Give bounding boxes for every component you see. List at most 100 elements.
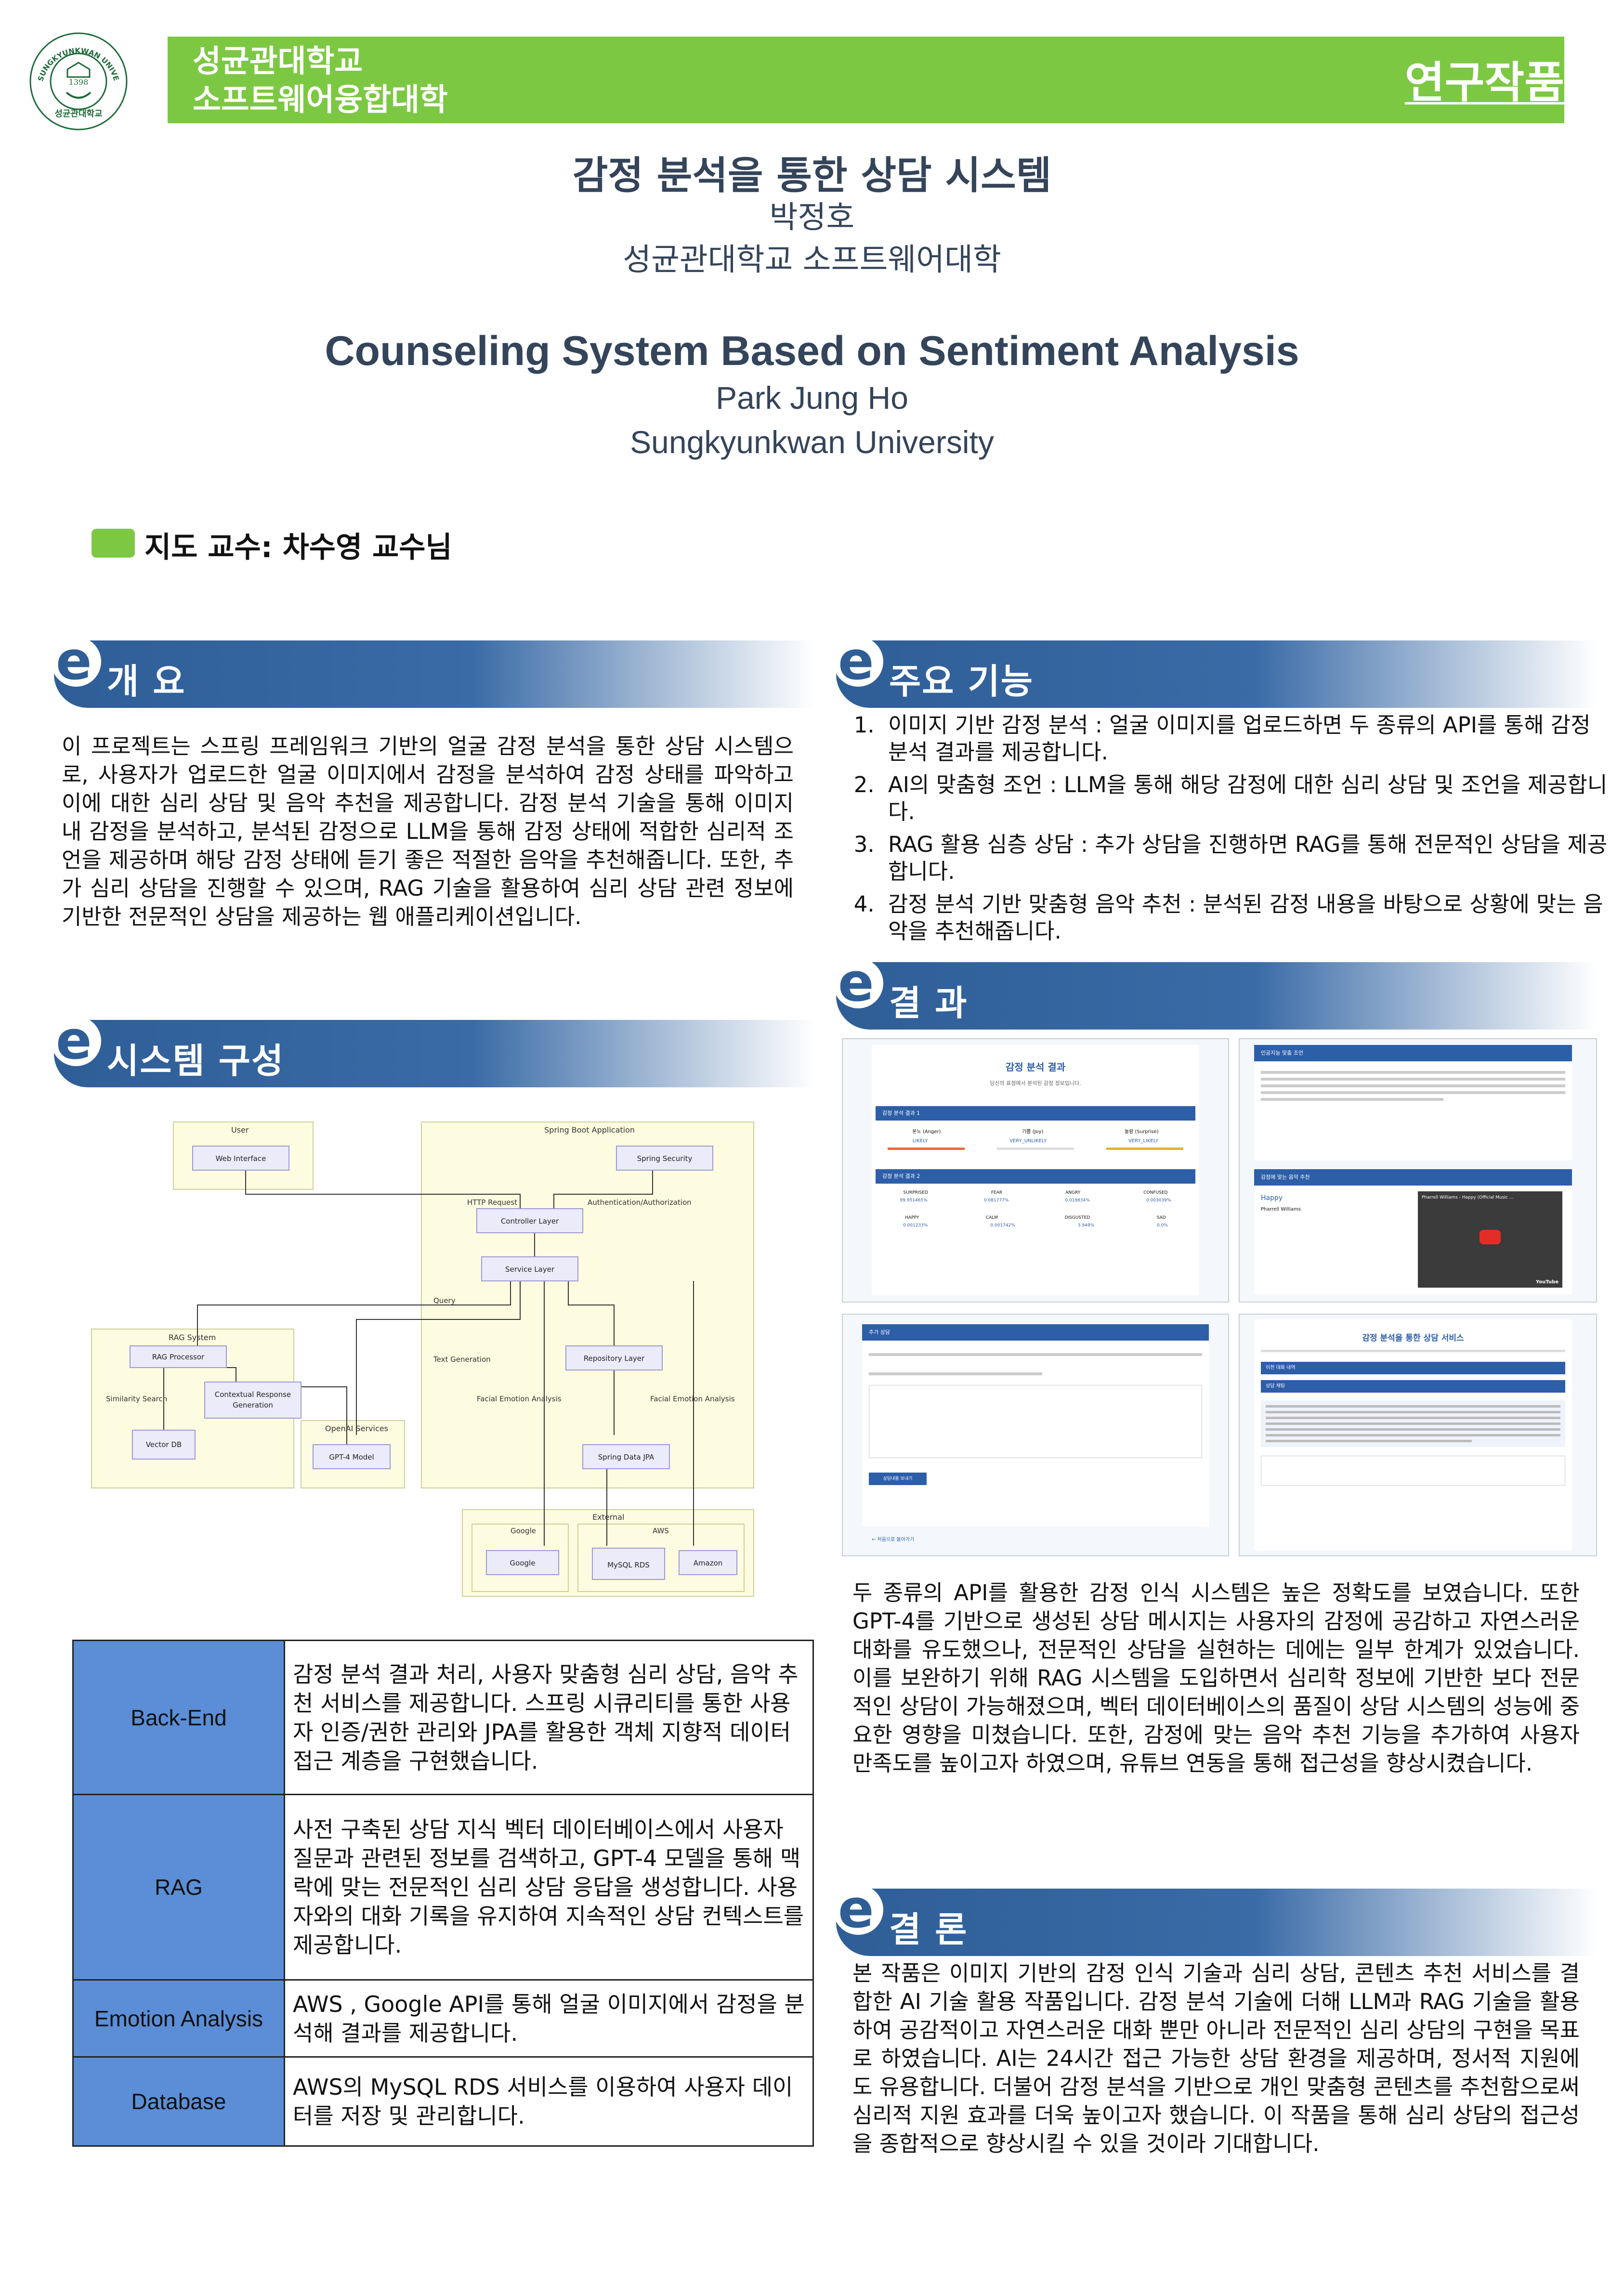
screenshot-advice-music: 인공지능 맞춤 조언 감정에 맞는 음악 추천 Happy Pharrell W… xyxy=(1239,1038,1597,1303)
youtube-player[interactable]: Pharrell Williams - Happy (Official Musi… xyxy=(1418,1191,1562,1288)
node-ctx-gen-1: Contextual Response xyxy=(215,1390,291,1399)
emotion-label: 놀람 (Surprise) xyxy=(1124,1129,1159,1135)
section-header-features: e 주요 기능 xyxy=(833,630,1597,708)
chat-input[interactable] xyxy=(1261,1456,1565,1486)
edge-label-http: HTTP Request xyxy=(467,1198,517,1207)
node-service: Service Layer xyxy=(505,1265,555,1274)
table-row: Back-End 감정 분석 결과 처리, 사용자 맞춤형 심리 상담, 음악 … xyxy=(72,1640,814,1795)
music-bar: 감정에 맞는 음악 추천 xyxy=(1254,1169,1572,1186)
emotion-value: VERY_UNLIKELY xyxy=(1009,1138,1047,1144)
section-title-features: 주요 기능 xyxy=(889,661,1034,702)
emotion-label: 기쁨 (Joy) xyxy=(1022,1129,1044,1135)
song-title: Happy xyxy=(1261,1194,1283,1202)
list-item: AI의 맞춤형 조언 : LLM을 통해 해당 감정에 대한 심리 상담 및 조… xyxy=(881,771,1609,825)
svg-text:성균관대학교: 성균관대학교 xyxy=(54,108,102,119)
video-title: Pharrell Williams - Happy (Official Musi… xyxy=(1422,1195,1514,1200)
university-line1: 성균관대학교 xyxy=(193,44,363,79)
emotion-label: HAPPY xyxy=(905,1215,919,1220)
emotion-value: 99.951465% xyxy=(900,1198,928,1203)
chat-bar: 상담 채팅 xyxy=(1261,1380,1565,1393)
svg-text:1398: 1398 xyxy=(69,78,89,87)
poster-type-badge: 연구작품 xyxy=(1404,57,1564,108)
group-user-label: User xyxy=(231,1125,249,1135)
chat-messages xyxy=(1261,1400,1565,1447)
section-e-icon: e xyxy=(833,630,883,691)
group-aws-label: AWS xyxy=(653,1526,669,1535)
back-link[interactable]: ← 처음으로 돌아가기 xyxy=(872,1537,915,1542)
edge-label-auth: Authentication/Authorization xyxy=(588,1198,692,1207)
result-bar-2: 감정 분석 결과 2 xyxy=(876,1169,1195,1184)
likelihood-bar xyxy=(1106,1148,1183,1150)
university-seal-logo: SUNGKYUNKWAN UNIVERSITY 1398 성균관대학교 xyxy=(28,31,128,130)
table-key: Database xyxy=(72,2056,285,2147)
advice-text-placeholder xyxy=(1261,1071,1565,1101)
edge-label-query: Query xyxy=(433,1296,456,1305)
header-band xyxy=(168,37,1564,123)
chat-service-title: 감정 분석을 통한 상담 서비스 xyxy=(1362,1333,1464,1343)
result-subtitle: 당신의 표정에서 분석된 감정 정보입니다. xyxy=(990,1080,1081,1086)
node-ctx-gen-2: Generation xyxy=(233,1401,273,1409)
table-row: Database AWS의 MySQL RDS 서비스를 이용하여 사용자 데이… xyxy=(72,2056,814,2147)
node-google: Google xyxy=(510,1559,536,1567)
likelihood-bar xyxy=(996,1148,1074,1150)
counsel-textarea[interactable] xyxy=(869,1385,1202,1458)
node-mysql-rds: MySQL RDS xyxy=(607,1561,650,1569)
section-e-icon: e xyxy=(833,1878,883,1940)
overview-text: 이 프로젝트는 스프링 프레임워크 기반의 얼굴 감정 분석을 통한 상담 시스… xyxy=(62,733,794,929)
group-external-label: External xyxy=(592,1513,624,1522)
table-value: AWS의 MySQL RDS 서비스를 이용하여 사용자 데이터를 저장 및 관… xyxy=(284,2056,814,2147)
architecture-diagram: User Spring Boot Application RAG System … xyxy=(91,1122,754,1597)
emotion-label: SURPRISED xyxy=(903,1190,928,1195)
send-counsel-button[interactable]: 상담내용 보내기 xyxy=(869,1473,927,1485)
list-item: RAG 활용 심층 상담 : 추가 상담을 진행하면 RAG를 통해 전문적인 … xyxy=(881,831,1609,885)
affiliation-korean: 성균관대학교 소프트웨어대학 xyxy=(623,242,1001,278)
emotion-label: CALM xyxy=(985,1215,998,1220)
list-item: 이미지 기반 감정 분석 : 얼굴 이미지를 업로드하면 두 종류의 API를 … xyxy=(881,712,1609,766)
play-icon[interactable] xyxy=(1480,1230,1501,1244)
emotion-value: 0.003039% xyxy=(1146,1198,1171,1203)
college-name: 성균관대학교 소프트웨어융합대학 xyxy=(193,42,448,119)
emotion-label: FEAR xyxy=(991,1190,1003,1195)
emotion-label: ANGRY xyxy=(1065,1190,1081,1195)
table-value: 감정 분석 결과 처리, 사용자 맞춤형 심리 상담, 음악 추천 서비스를 제… xyxy=(284,1640,814,1795)
result-bar-1: 감정 분석 결과 1 xyxy=(876,1106,1195,1121)
feature-list: 이미지 기반 감정 분석 : 얼굴 이미지를 업로드하면 두 종류의 API를 … xyxy=(838,712,1609,951)
section-e-icon: e xyxy=(833,952,883,1013)
table-row: Emotion Analysis AWS , Google API를 통해 얼굴… xyxy=(72,1979,814,2058)
node-repository: Repository Layer xyxy=(584,1354,645,1363)
section-header-results: e 결 과 xyxy=(833,952,1597,1030)
table-value: AWS , Google API를 통해 얼굴 이미지에서 감정을 분석해 결과… xyxy=(284,1979,814,2058)
emotion-value: 0.001742% xyxy=(990,1223,1015,1228)
table-key: Emotion Analysis xyxy=(72,1979,285,2058)
emotion-value: LIKELY xyxy=(912,1138,928,1144)
node-web-interface: Web Interface xyxy=(216,1154,266,1163)
history-bar[interactable]: 이전 대화 내역 xyxy=(1261,1362,1565,1374)
screenshot-chat-service: 감정 분석을 통한 상담 서비스 이전 대화 내역 상담 채팅 xyxy=(1239,1314,1597,1556)
emotion-label: DISGUSTED xyxy=(1064,1215,1090,1220)
result-card: 감정 분석 결과 당신의 표정에서 분석된 감정 정보입니다. 감정 분석 결과… xyxy=(872,1045,1199,1295)
node-vector-db: Vector DB xyxy=(146,1440,182,1449)
screenshot-additional-counseling: 추가 상담 상담내용 보내기 ← 처음으로 돌아가기 xyxy=(842,1314,1229,1556)
emotion-value: VERY_LIKELY xyxy=(1128,1138,1159,1144)
counsel-bar: 추가 상담 xyxy=(862,1324,1209,1341)
section-title-system: 시스템 구성 xyxy=(107,1041,285,1081)
advisor-marker xyxy=(92,529,135,558)
emotion-label: 분노 (Anger) xyxy=(912,1129,941,1135)
group-spring-label: Spring Boot Application xyxy=(544,1125,635,1135)
table-row: RAG 사전 구축된 상담 지식 벡터 데이터베이스에서 사용자 질문과 관련된… xyxy=(72,1794,814,1981)
node-spring-security: Spring Security xyxy=(637,1154,693,1163)
title-english: Counseling System Based on Sentiment Ana… xyxy=(325,328,1299,374)
song-artist: Pharrell Williams xyxy=(1261,1207,1301,1212)
table-value: 사전 구축된 상담 지식 벡터 데이터베이스에서 사용자 질문과 관련된 정보를… xyxy=(284,1794,814,1981)
author-korean: 박정호 xyxy=(769,200,855,235)
node-jpa: Spring Data JPA xyxy=(598,1453,655,1461)
title-korean: 감정 분석을 통한 상담 시스템 xyxy=(572,153,1052,198)
results-text: 두 종류의 API를 활용한 감정 인식 시스템은 높은 정확도를 보였습니다.… xyxy=(852,1580,1580,1776)
node-amazon: Amazon xyxy=(694,1559,723,1567)
university-line2: 소프트웨어융합대학 xyxy=(193,82,448,118)
author-english: Park Jung Ho xyxy=(716,380,908,416)
edge-label-similarity: Similarity Search xyxy=(106,1395,167,1403)
affiliation-english: Sungkyunkwan University xyxy=(630,424,994,460)
table-key: RAG xyxy=(72,1794,285,1981)
likelihood-bar xyxy=(888,1148,965,1150)
